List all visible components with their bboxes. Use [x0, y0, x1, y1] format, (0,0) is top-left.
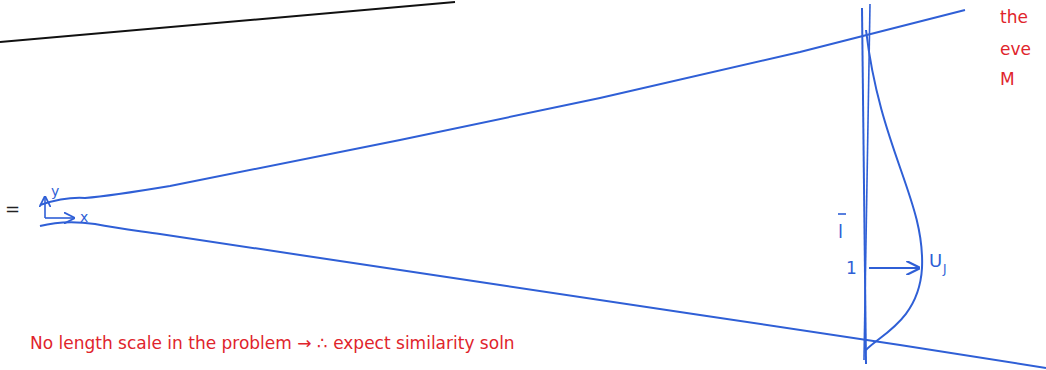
margin-note: eve — [1000, 40, 1031, 59]
x-axis — [45, 217, 74, 219]
velocity-subscript: J — [943, 263, 947, 276]
top-rule — [0, 2, 455, 42]
width-symbol: l — [838, 222, 843, 242]
velocity-profile — [866, 30, 922, 350]
axis-label: y — [51, 184, 59, 199]
jet-upper-boundary — [40, 10, 965, 205]
centerline-velocity-arrow — [869, 267, 919, 269]
y-axis — [44, 197, 46, 218]
margin-note: M — [1000, 70, 1015, 89]
handwritten-note: No length scale in the problem → ∴ expec… — [30, 334, 515, 353]
velocity-symbol: U — [929, 251, 942, 271]
nozzle-mark: = — [5, 199, 20, 219]
axis-label: x — [80, 210, 88, 225]
width-tick — [838, 213, 846, 215]
centerline-mark: 1 — [846, 259, 857, 278]
margin-note: the — [1000, 8, 1028, 27]
